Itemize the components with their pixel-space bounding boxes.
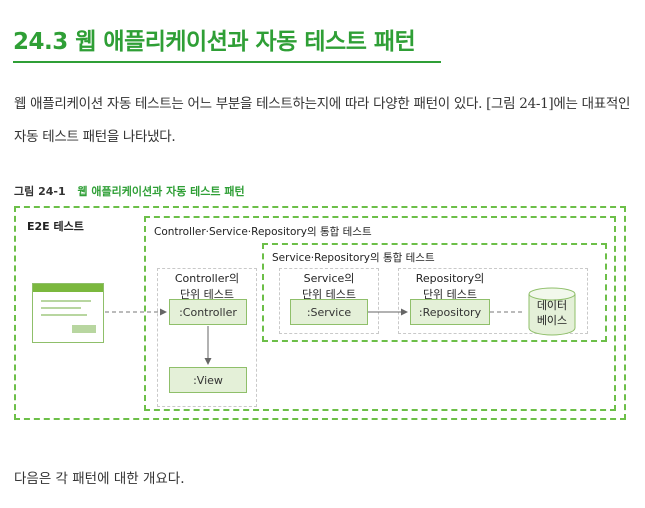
intro-paragraph: 웹 애플리케이션 자동 테스트는 어느 부분을 테스트하는지에 따라 다양한 패…	[14, 96, 631, 145]
browser-window-icon	[32, 283, 104, 343]
database-label: 데이터 베이스	[527, 298, 577, 328]
database-icon	[528, 287, 576, 336]
e2e-test-label: E2E 테스트	[27, 220, 84, 233]
service-node: :Service	[290, 299, 368, 325]
controller-unit-label-line1: Controller의	[174, 272, 240, 285]
footer-paragraph: 다음은 각 패턴에 대한 개요다.	[14, 471, 185, 487]
view-node: :View	[169, 367, 247, 393]
repository-unit-label: Repository의 단위 테스트	[398, 270, 502, 302]
controller-unit-label-line2: 단위 테스트	[179, 288, 235, 301]
controller-unit-label: Controller의 단위 테스트	[157, 270, 257, 302]
heading-underline	[13, 61, 441, 63]
controller-node: :Controller	[169, 299, 247, 325]
repository-unit-label-line2: 단위 테스트	[422, 288, 478, 301]
repository-node: :Repository	[410, 299, 490, 325]
controller-service-repository-boundary	[144, 216, 616, 411]
service-repository-label: Service·Repository의 통합 테스트	[272, 252, 435, 264]
repository-unit-label-line1: Repository의	[415, 272, 485, 285]
controller-service-repository-label: Controller·Service·Repository의 통합 테스트	[154, 226, 372, 238]
database-label-line1: 데이터	[536, 299, 568, 312]
controller-unit-test-boundary	[157, 268, 257, 407]
section-heading: 24.3 웹 애플리케이션과 자동 테스트 패턴	[13, 29, 416, 55]
figure-caption: 그림 24-1 웹 애플리케이션과 자동 테스트 패턴	[14, 183, 245, 199]
service-unit-test-boundary	[279, 268, 379, 334]
figure-number: 그림 24-1	[14, 185, 66, 198]
database-label-line2: 베이스	[536, 314, 568, 327]
figure-title: 웹 애플리케이션과 자동 테스트 패턴	[77, 185, 245, 198]
repository-unit-test-boundary	[398, 268, 588, 334]
service-unit-label-line2: 단위 테스트	[301, 288, 357, 301]
service-unit-label-line1: Service의	[303, 272, 355, 285]
service-repository-boundary	[262, 243, 607, 342]
service-unit-label: Service의 단위 테스트	[279, 270, 379, 302]
